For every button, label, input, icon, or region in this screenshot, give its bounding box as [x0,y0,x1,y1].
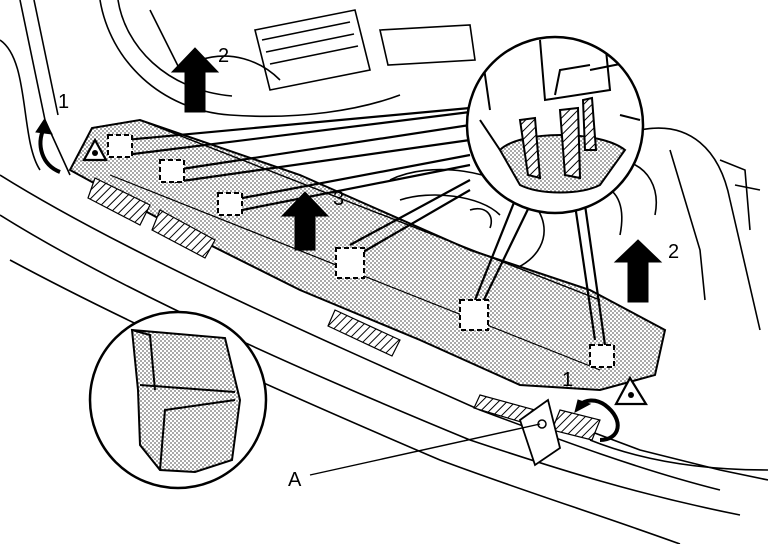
pry-arrows [35,119,620,442]
clip-marker-icon [459,299,489,331]
clip-markers [107,134,615,368]
step-3-label: 3 [333,188,344,210]
curved-arrow-icon [38,127,61,174]
clip-detail-magnifier [465,35,645,215]
callout-labels: 1 2 3 2 1 A [58,45,679,491]
part-a-tab [518,398,562,467]
scuff-plate-panel [68,118,667,467]
step-1-left-label: 1 [58,91,69,113]
clip-marker-icon [217,192,243,216]
leader-lines [124,106,607,476]
clip-marker-icon [159,159,185,183]
claw-markers [82,137,648,406]
claw-detail-zoom [88,310,268,490]
up-arrow-icon [280,191,330,251]
curved-arrow-icon [578,398,620,442]
lift-arrows [170,47,663,303]
step-1-right-label: 1 [562,369,573,391]
up-arrow-icon [613,239,663,303]
step-2-top-label: 2 [218,45,229,67]
clip-marker-icon [107,134,133,158]
claw-right-icon [614,375,648,406]
up-arrow-icon [170,47,220,113]
clip-marker-icon [589,344,615,368]
clip-marker-icon [335,247,365,279]
step-2-right-label: 2 [668,241,679,263]
part-a-label: A [288,469,302,491]
